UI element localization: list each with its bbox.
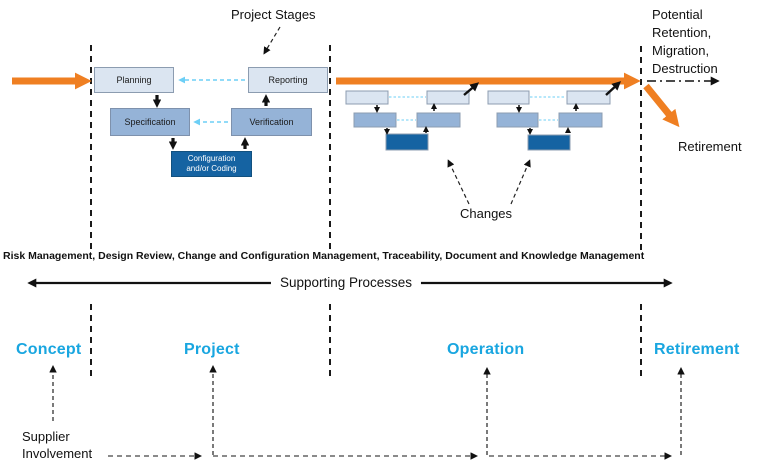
specification-label: Specification bbox=[124, 117, 176, 127]
phase-label-retirement: Retirement bbox=[654, 341, 740, 358]
planning-box: Planning bbox=[94, 67, 174, 93]
mini-configuration-box-2 bbox=[527, 134, 571, 151]
phase-label-concept: Concept bbox=[16, 341, 82, 358]
mini-reporting-box-2 bbox=[566, 90, 611, 105]
phase-label-project: Project bbox=[184, 341, 240, 358]
mini-verification-box-1 bbox=[416, 112, 461, 128]
changes-pointer-arrow-left bbox=[447, 159, 470, 205]
supporting-processes-list: Risk Management, Design Review, Change a… bbox=[3, 250, 645, 262]
phase-label-operation: Operation bbox=[447, 341, 525, 358]
iteration-exit-arrow-2 bbox=[605, 81, 621, 96]
stage-boundary-lines bbox=[90, 45, 642, 377]
verification-label: Verification bbox=[249, 117, 294, 127]
reporting-box: Reporting bbox=[248, 67, 328, 93]
project-stages-annotation: Project Stages bbox=[231, 7, 316, 22]
mini-feedback-lines bbox=[389, 96, 566, 121]
configuration-box: Configuration and/or Coding bbox=[171, 151, 252, 177]
specification-box: Specification bbox=[110, 108, 190, 136]
mini-cycle-arrows bbox=[374, 103, 579, 135]
mini-planning-box-1 bbox=[345, 90, 389, 105]
verification-box: Verification bbox=[231, 108, 312, 136]
retirement-path-annotation: Retirement bbox=[678, 139, 742, 154]
mini-reporting-box-1 bbox=[426, 90, 470, 105]
mini-specification-box-1 bbox=[353, 112, 397, 128]
supplier-involvement-label: Supplier Involvement bbox=[22, 429, 93, 461]
supporting-processes-label: Supporting Processes bbox=[270, 275, 422, 290]
mini-iteration-clusters bbox=[345, 90, 611, 151]
supplier-phase-arrows bbox=[49, 365, 685, 455]
planning-label: Planning bbox=[116, 75, 152, 85]
potential-retention-annotation: Potential Retention, Migration, Destruct… bbox=[652, 7, 718, 76]
mini-verification-box-2 bbox=[558, 112, 603, 128]
reporting-label: Reporting bbox=[268, 75, 308, 85]
configuration-label: Configuration and/or Coding bbox=[186, 153, 237, 173]
annotation-arrows bbox=[263, 26, 531, 205]
mini-configuration-box-1 bbox=[385, 133, 429, 151]
project-stages-pointer-arrow bbox=[263, 26, 281, 55]
mini-specification-box-2 bbox=[496, 112, 539, 128]
changes-pointer-arrow-right bbox=[510, 159, 531, 205]
flow-arrow-retirement bbox=[643, 83, 680, 128]
changes-annotation: Changes bbox=[460, 206, 513, 221]
iteration-exit-arrow-1 bbox=[463, 82, 480, 96]
cycle-arrows bbox=[152, 94, 271, 150]
mini-planning-box-2 bbox=[487, 90, 530, 105]
